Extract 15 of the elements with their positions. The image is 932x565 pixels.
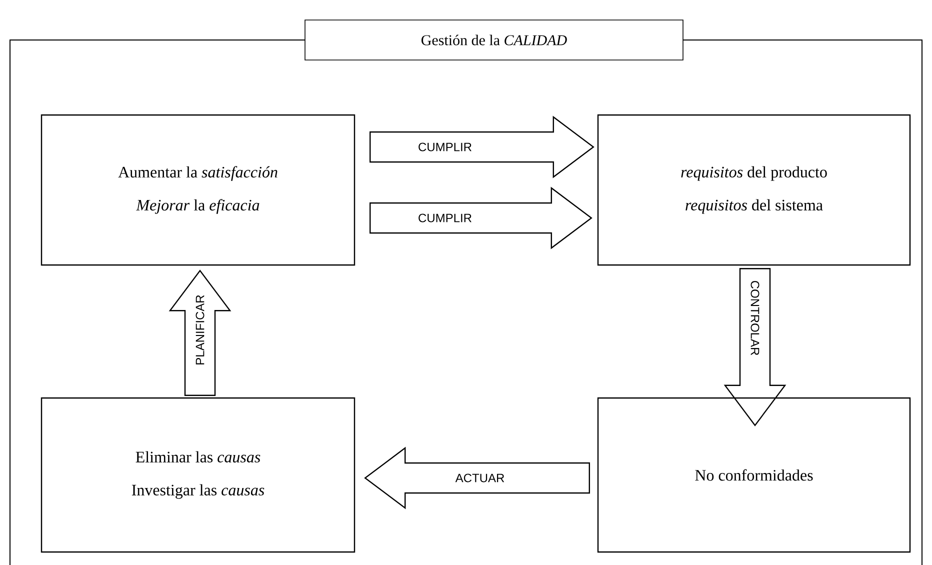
edge-label: PLANIFICAR <box>194 294 206 366</box>
title-box: Gestión de la CALIDAD <box>304 20 684 60</box>
block-arrow <box>370 116 594 178</box>
process-box: requisitos del producto requisitos del sistema <box>597 114 911 266</box>
edge-label: CONTROLAR <box>750 279 760 357</box>
block-arrow <box>168 270 232 396</box>
block-arrow <box>370 186 592 250</box>
edge-label: CUMPLIR <box>417 142 473 152</box>
process-box: Aumentar la satisfacción Mejorar la eficacia <box>40 114 356 266</box>
block-arrow <box>724 268 786 426</box>
edge-label: CUMPLIR <box>417 212 473 224</box>
edge-label: ACTUAR <box>454 472 506 484</box>
process-box: Eliminar las causas Investigar las causas <box>40 397 356 553</box>
block-arrow <box>364 446 590 510</box>
process-box: No conformidades <box>597 397 911 553</box>
